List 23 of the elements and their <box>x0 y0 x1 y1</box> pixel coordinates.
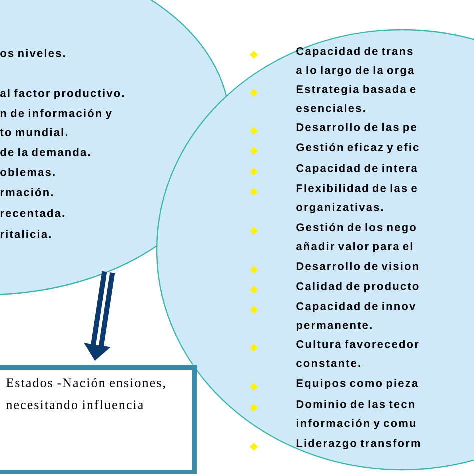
list-item: Cultura favorecedor constante. <box>296 340 419 368</box>
list-item: Dominio de las tecn información y comu <box>296 400 416 430</box>
list-item: Capacidad de intera <box>296 164 418 174</box>
list-item: de la demanda. <box>0 148 90 156</box>
list-item: Desarrollo de las pe <box>296 123 416 134</box>
list-item: n de información y to mundial. <box>0 109 112 136</box>
list-item: Flexibilidad de las e organizativas. <box>296 184 417 214</box>
list-item: Calidad de producto <box>296 282 419 292</box>
list-item: Liderazgo transform <box>296 439 420 450</box>
list-item: Gestión de los nego añadir valor para el <box>296 223 416 253</box>
text-box: Estados -Nación ensiones, necesitando influencia <box>0 365 197 474</box>
list-item: recentada. <box>0 209 64 218</box>
list-item: os niveles. <box>0 49 66 58</box>
list-item: al factor productivo. <box>0 89 124 100</box>
list-item: Capacidad de trans a lo largo de la orga <box>296 47 414 76</box>
list-item: oblemas. <box>0 168 55 176</box>
list-item: Capacidad de innov permanente. <box>296 302 416 332</box>
list-item: Desarrollo de vision <box>296 262 418 270</box>
list-item: Equipos como pieza <box>296 379 418 390</box>
list-item: rmación. <box>0 188 53 196</box>
list-item: Gestión eficaz y efic <box>296 143 419 154</box>
list-item: Estrategia basada e esenciales. <box>296 85 416 112</box>
list-item: ritalicia. <box>0 230 51 238</box>
